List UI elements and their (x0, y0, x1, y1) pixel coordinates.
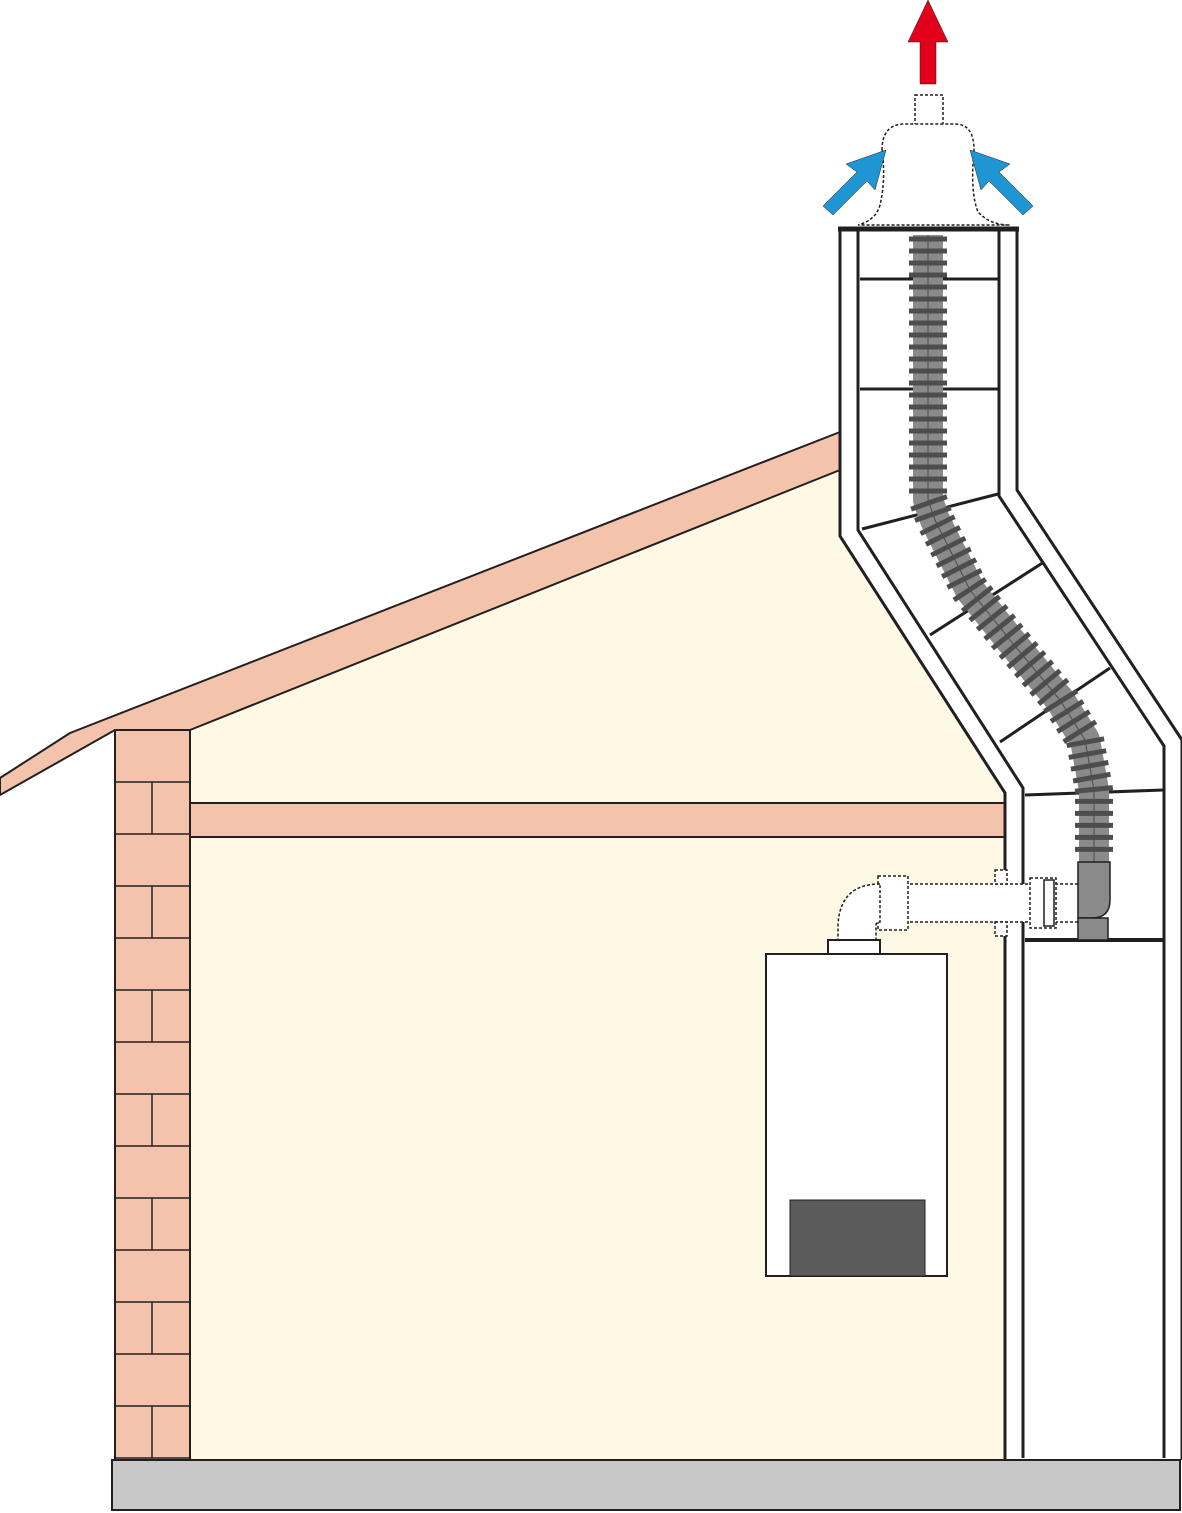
flue-terminal-cowl (857, 94, 1011, 226)
flue-liner-rib (1013, 650, 1047, 679)
brick-wall (114, 729, 191, 1461)
flue-liner-rib (998, 631, 1031, 660)
ceiling-beam (189, 802, 1006, 838)
flue-liner-rib (914, 505, 952, 523)
elbow-joint (1077, 861, 1111, 941)
flue-liner-rib (919, 514, 956, 536)
flue-liner-rib (1056, 709, 1091, 734)
flue-liner-rib (1072, 771, 1111, 784)
flue-liner-rib (930, 535, 967, 558)
flue-liner-rib (1006, 640, 1039, 670)
arrow-up-left-icon (969, 149, 1034, 216)
flue-liner-rib (910, 494, 948, 512)
boiler-control-panel (789, 1199, 926, 1277)
arrow-up-icon (907, 0, 949, 85)
connector-pipe (837, 869, 1081, 949)
flue-liner-rib (946, 568, 983, 590)
flue-liner-rib (968, 594, 1002, 623)
flue-liner-rib (940, 557, 978, 579)
flexible-flue-liner (909, 235, 1114, 862)
flue-liner-rib (1049, 699, 1085, 724)
arrow-up-right-icon (822, 149, 887, 216)
flue-liner-rib (1062, 719, 1098, 744)
flue-liner-rib (960, 585, 994, 613)
flue-liner-rib (935, 546, 972, 569)
flue-liner-rib (1068, 748, 1107, 760)
flue-liner-rib (975, 603, 1009, 632)
boiler (765, 939, 948, 1277)
flue-liner-rib (952, 577, 988, 603)
flue-liner-outline (927, 235, 1095, 862)
flue-liner-rib (1037, 677, 1070, 706)
floor-slab (111, 1459, 1181, 1511)
chimney (838, 226, 1182, 1460)
flue-liner-rib (1074, 785, 1114, 794)
flue-liner-rib (924, 525, 962, 547)
roof (0, 431, 841, 796)
flue-liner-rib (1043, 688, 1079, 714)
flue-liner-rib (1070, 760, 1109, 772)
flue-liner-rib (990, 622, 1024, 651)
flue-liner-rib (1066, 736, 1105, 749)
interior-wall (190, 440, 1005, 1460)
flue-liner-rib (1021, 659, 1055, 688)
flue-liner-rib (983, 613, 1017, 641)
flue-liner-rib (1029, 668, 1062, 697)
